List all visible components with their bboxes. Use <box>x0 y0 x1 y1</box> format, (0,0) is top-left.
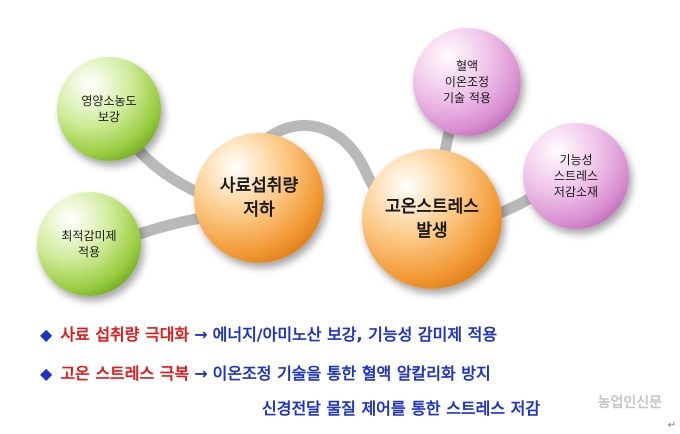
node-optimal-sweetener: 최적감미제 적용 <box>37 192 141 296</box>
node-blood-ion-adjustment: 혈액 이온조정 기술 적용 <box>413 28 521 136</box>
node-heat-stress-occurrence: 고온스트레스 발생 <box>362 149 502 289</box>
node-line: 영양소농도 <box>81 94 137 108</box>
node-line: 기술 적용 <box>443 91 491 105</box>
node-line: 발생 <box>416 221 448 241</box>
node-line: 저하 <box>243 200 275 220</box>
node-line: 혈액 <box>455 59 479 73</box>
node-line: 보강 <box>97 110 121 124</box>
node-line: 적용 <box>77 245 101 259</box>
node-line: 저감소재 <box>553 185 599 199</box>
node-feed-intake-decrease: 사료섭취량 저하 <box>194 133 324 263</box>
node-functional-stress-material: 기능성 스트레스 저감소재 <box>523 123 629 229</box>
node-line: 스트레스 <box>553 169 599 183</box>
node-line: 최적감미제 <box>61 229 117 243</box>
node-nutrient-reinforcement: 영양소농도 보강 <box>57 57 161 161</box>
paragraph-mark: ↵ <box>667 420 676 431</box>
node-line: 고온스트레스 <box>385 197 479 217</box>
node-line: 사료섭취량 <box>219 176 299 196</box>
watermark: 농업인신문 <box>597 395 662 411</box>
node-line: 기능성 <box>559 153 593 167</box>
node-line: 이온조정 <box>444 75 490 89</box>
